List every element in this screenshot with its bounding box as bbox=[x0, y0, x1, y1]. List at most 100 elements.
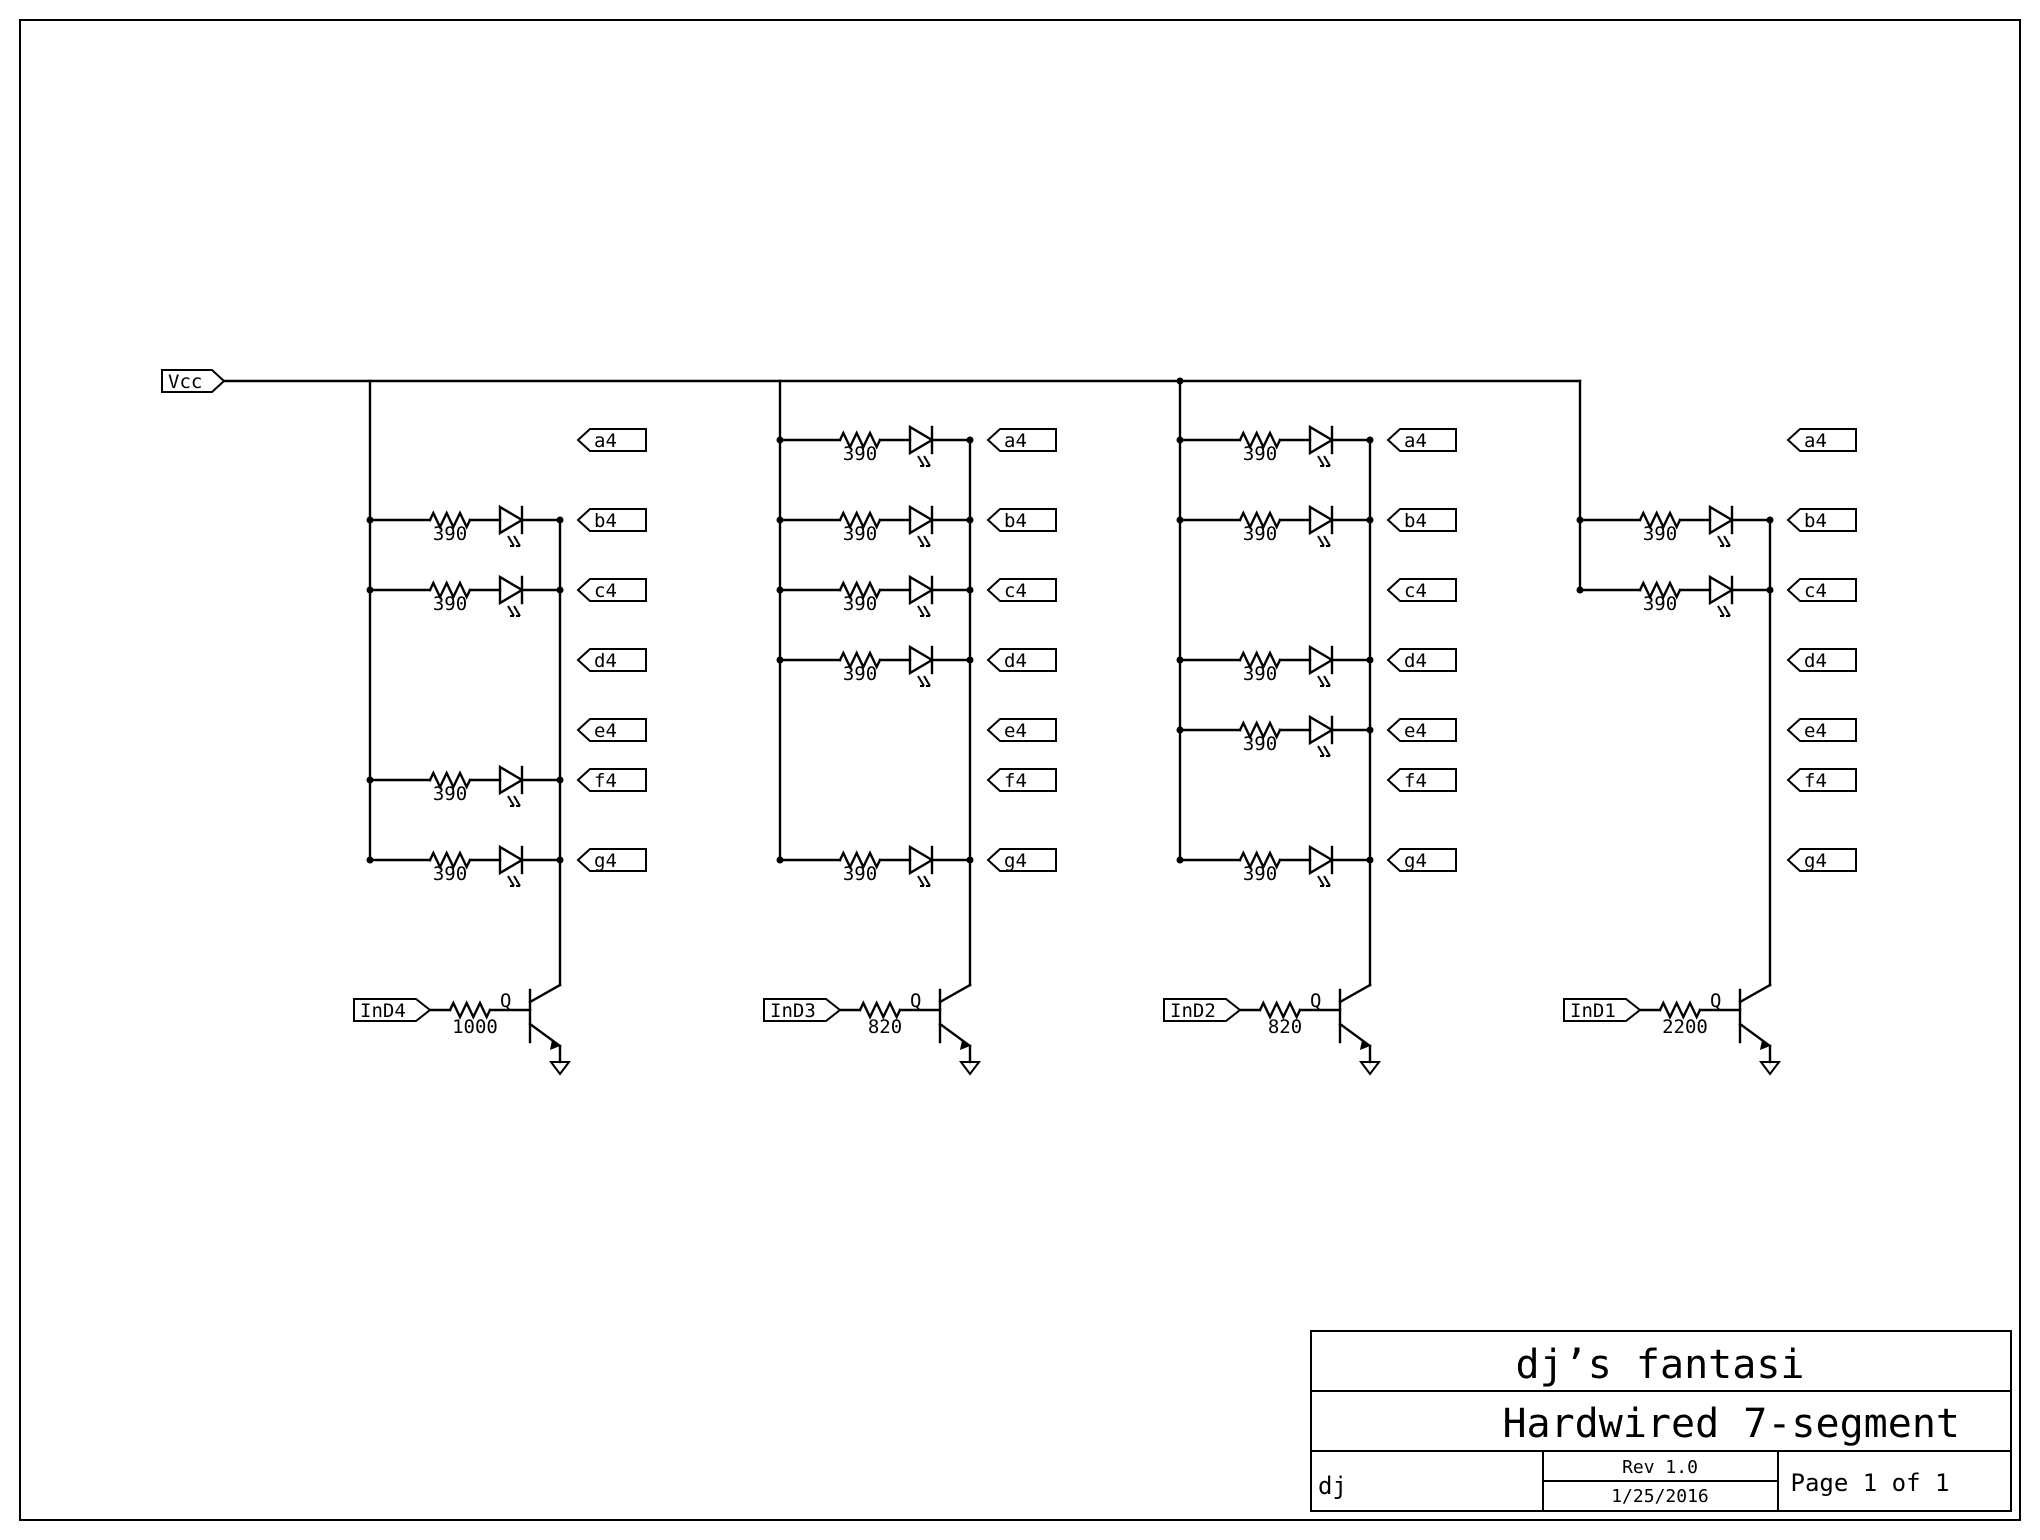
resistor bbox=[428, 580, 472, 600]
net-port-label: d4 bbox=[594, 650, 617, 672]
led-emission-arrows bbox=[1317, 675, 1331, 687]
led-emission-arrows bbox=[1317, 535, 1331, 547]
net-port-label: a4 bbox=[594, 430, 617, 452]
segment-port-d4: d4 bbox=[986, 648, 1057, 672]
led-diode bbox=[498, 574, 525, 617]
resistor bbox=[838, 430, 882, 450]
vcc-port: Vcc bbox=[161, 369, 226, 393]
led-emission-arrows bbox=[917, 605, 931, 617]
net-port-shape bbox=[576, 508, 647, 532]
net-port-shape bbox=[986, 578, 1057, 602]
net-port-label: a4 bbox=[1004, 430, 1027, 452]
resistor bbox=[428, 770, 472, 790]
led-diode bbox=[1308, 504, 1335, 547]
emitter-arrow bbox=[960, 1040, 970, 1050]
title-block-frame bbox=[1310, 1330, 2012, 1512]
segment-port-g4: g4 bbox=[1786, 848, 1857, 872]
segment-port-e4: e4 bbox=[1386, 718, 1457, 742]
net-port-shape bbox=[1386, 648, 1457, 672]
net-port-label: f4 bbox=[1004, 770, 1027, 792]
junction-dot bbox=[366, 516, 374, 524]
net-port-shape bbox=[986, 848, 1057, 872]
junction-dot bbox=[366, 586, 374, 594]
digit-columns: a4b4390c4390d4e4f4390g4390Q1000InD4a4390… bbox=[353, 377, 1857, 1076]
led-diode bbox=[498, 844, 525, 887]
resistor-value: 390 bbox=[1643, 523, 1677, 545]
input-port-shape bbox=[763, 998, 842, 1022]
segment-port-f4: f4 bbox=[1386, 768, 1457, 792]
led-triangle bbox=[498, 504, 525, 536]
segment-port-a4: a4 bbox=[1386, 428, 1457, 452]
led-triangle bbox=[908, 644, 935, 676]
input-port-label: InD2 bbox=[1170, 1000, 1216, 1022]
segment-port-d4: d4 bbox=[576, 648, 647, 672]
led-diode bbox=[1308, 644, 1335, 687]
net-port-shape bbox=[576, 718, 647, 742]
net-port-shape bbox=[1786, 508, 1857, 532]
net-port-label: c4 bbox=[1004, 580, 1027, 602]
resistor-value: 390 bbox=[1243, 523, 1277, 545]
segment-port-b4: b4 bbox=[986, 508, 1057, 532]
led-emission-arrows bbox=[917, 535, 931, 547]
led-triangle bbox=[908, 424, 935, 456]
segment-port-e4: e4 bbox=[576, 718, 647, 742]
net-port-label: b4 bbox=[1004, 510, 1027, 532]
transistor-label: Q bbox=[910, 990, 921, 1012]
segment-port-a4: a4 bbox=[576, 428, 647, 452]
led-diode bbox=[1308, 714, 1335, 757]
resistor bbox=[428, 850, 472, 870]
led-diode bbox=[908, 574, 935, 617]
net-port-label: g4 bbox=[1404, 850, 1427, 872]
segment-port-b4: b4 bbox=[1786, 508, 1857, 532]
resistor-value: 390 bbox=[1243, 733, 1277, 755]
net-port-label: c4 bbox=[1404, 580, 1427, 602]
led-triangle bbox=[908, 504, 935, 536]
net-port-shape bbox=[1786, 848, 1857, 872]
led-diode bbox=[908, 644, 935, 687]
resistor-value: 390 bbox=[1243, 663, 1277, 685]
resistor bbox=[448, 1000, 492, 1020]
net-port-shape bbox=[1786, 648, 1857, 672]
led-triangle bbox=[1308, 844, 1335, 876]
transistor-label: Q bbox=[1710, 990, 1721, 1012]
led-emission-arrows bbox=[507, 875, 521, 887]
resistor-value: 390 bbox=[433, 523, 467, 545]
emitter-arrow bbox=[1360, 1040, 1370, 1050]
resistor-value: 390 bbox=[843, 663, 877, 685]
transistor-collector bbox=[528, 983, 562, 1004]
base-resistor-value: 1000 bbox=[452, 1016, 498, 1038]
net-port-shape bbox=[1386, 848, 1457, 872]
net-port-shape bbox=[1386, 578, 1457, 602]
page-number: Page 1 of 1 bbox=[1791, 1469, 1950, 1497]
net-port-shape bbox=[1386, 508, 1457, 532]
resistor bbox=[838, 580, 882, 600]
segment-port-d4: d4 bbox=[1386, 648, 1457, 672]
net-port-shape bbox=[986, 648, 1057, 672]
net-port-label: f4 bbox=[1804, 770, 1827, 792]
led-triangle bbox=[1708, 574, 1735, 606]
led-emission-arrows bbox=[1717, 535, 1731, 547]
resistor bbox=[1238, 720, 1282, 740]
junction-dot bbox=[1176, 377, 1184, 385]
led-emission-arrows bbox=[1317, 455, 1331, 467]
net-port-shape bbox=[986, 508, 1057, 532]
resistor bbox=[838, 850, 882, 870]
input-port-shape bbox=[353, 998, 432, 1022]
resistor bbox=[1238, 430, 1282, 450]
resistor bbox=[1258, 1000, 1302, 1020]
segment-port-b4: b4 bbox=[576, 508, 647, 532]
resistor bbox=[428, 510, 472, 530]
segment-port-a4: a4 bbox=[986, 428, 1057, 452]
net-port-label: d4 bbox=[1404, 650, 1427, 672]
segment-port-f4: f4 bbox=[576, 768, 647, 792]
led-triangle bbox=[498, 574, 525, 606]
junction-dot bbox=[1176, 516, 1184, 524]
vcc-port-label: Vcc bbox=[168, 371, 202, 393]
date: 1/25/2016 bbox=[1611, 1486, 1709, 1507]
net-port-shape bbox=[1386, 718, 1457, 742]
input-port-shape bbox=[1163, 998, 1242, 1022]
resistor bbox=[1638, 580, 1682, 600]
transistor-collector bbox=[1338, 983, 1372, 1004]
